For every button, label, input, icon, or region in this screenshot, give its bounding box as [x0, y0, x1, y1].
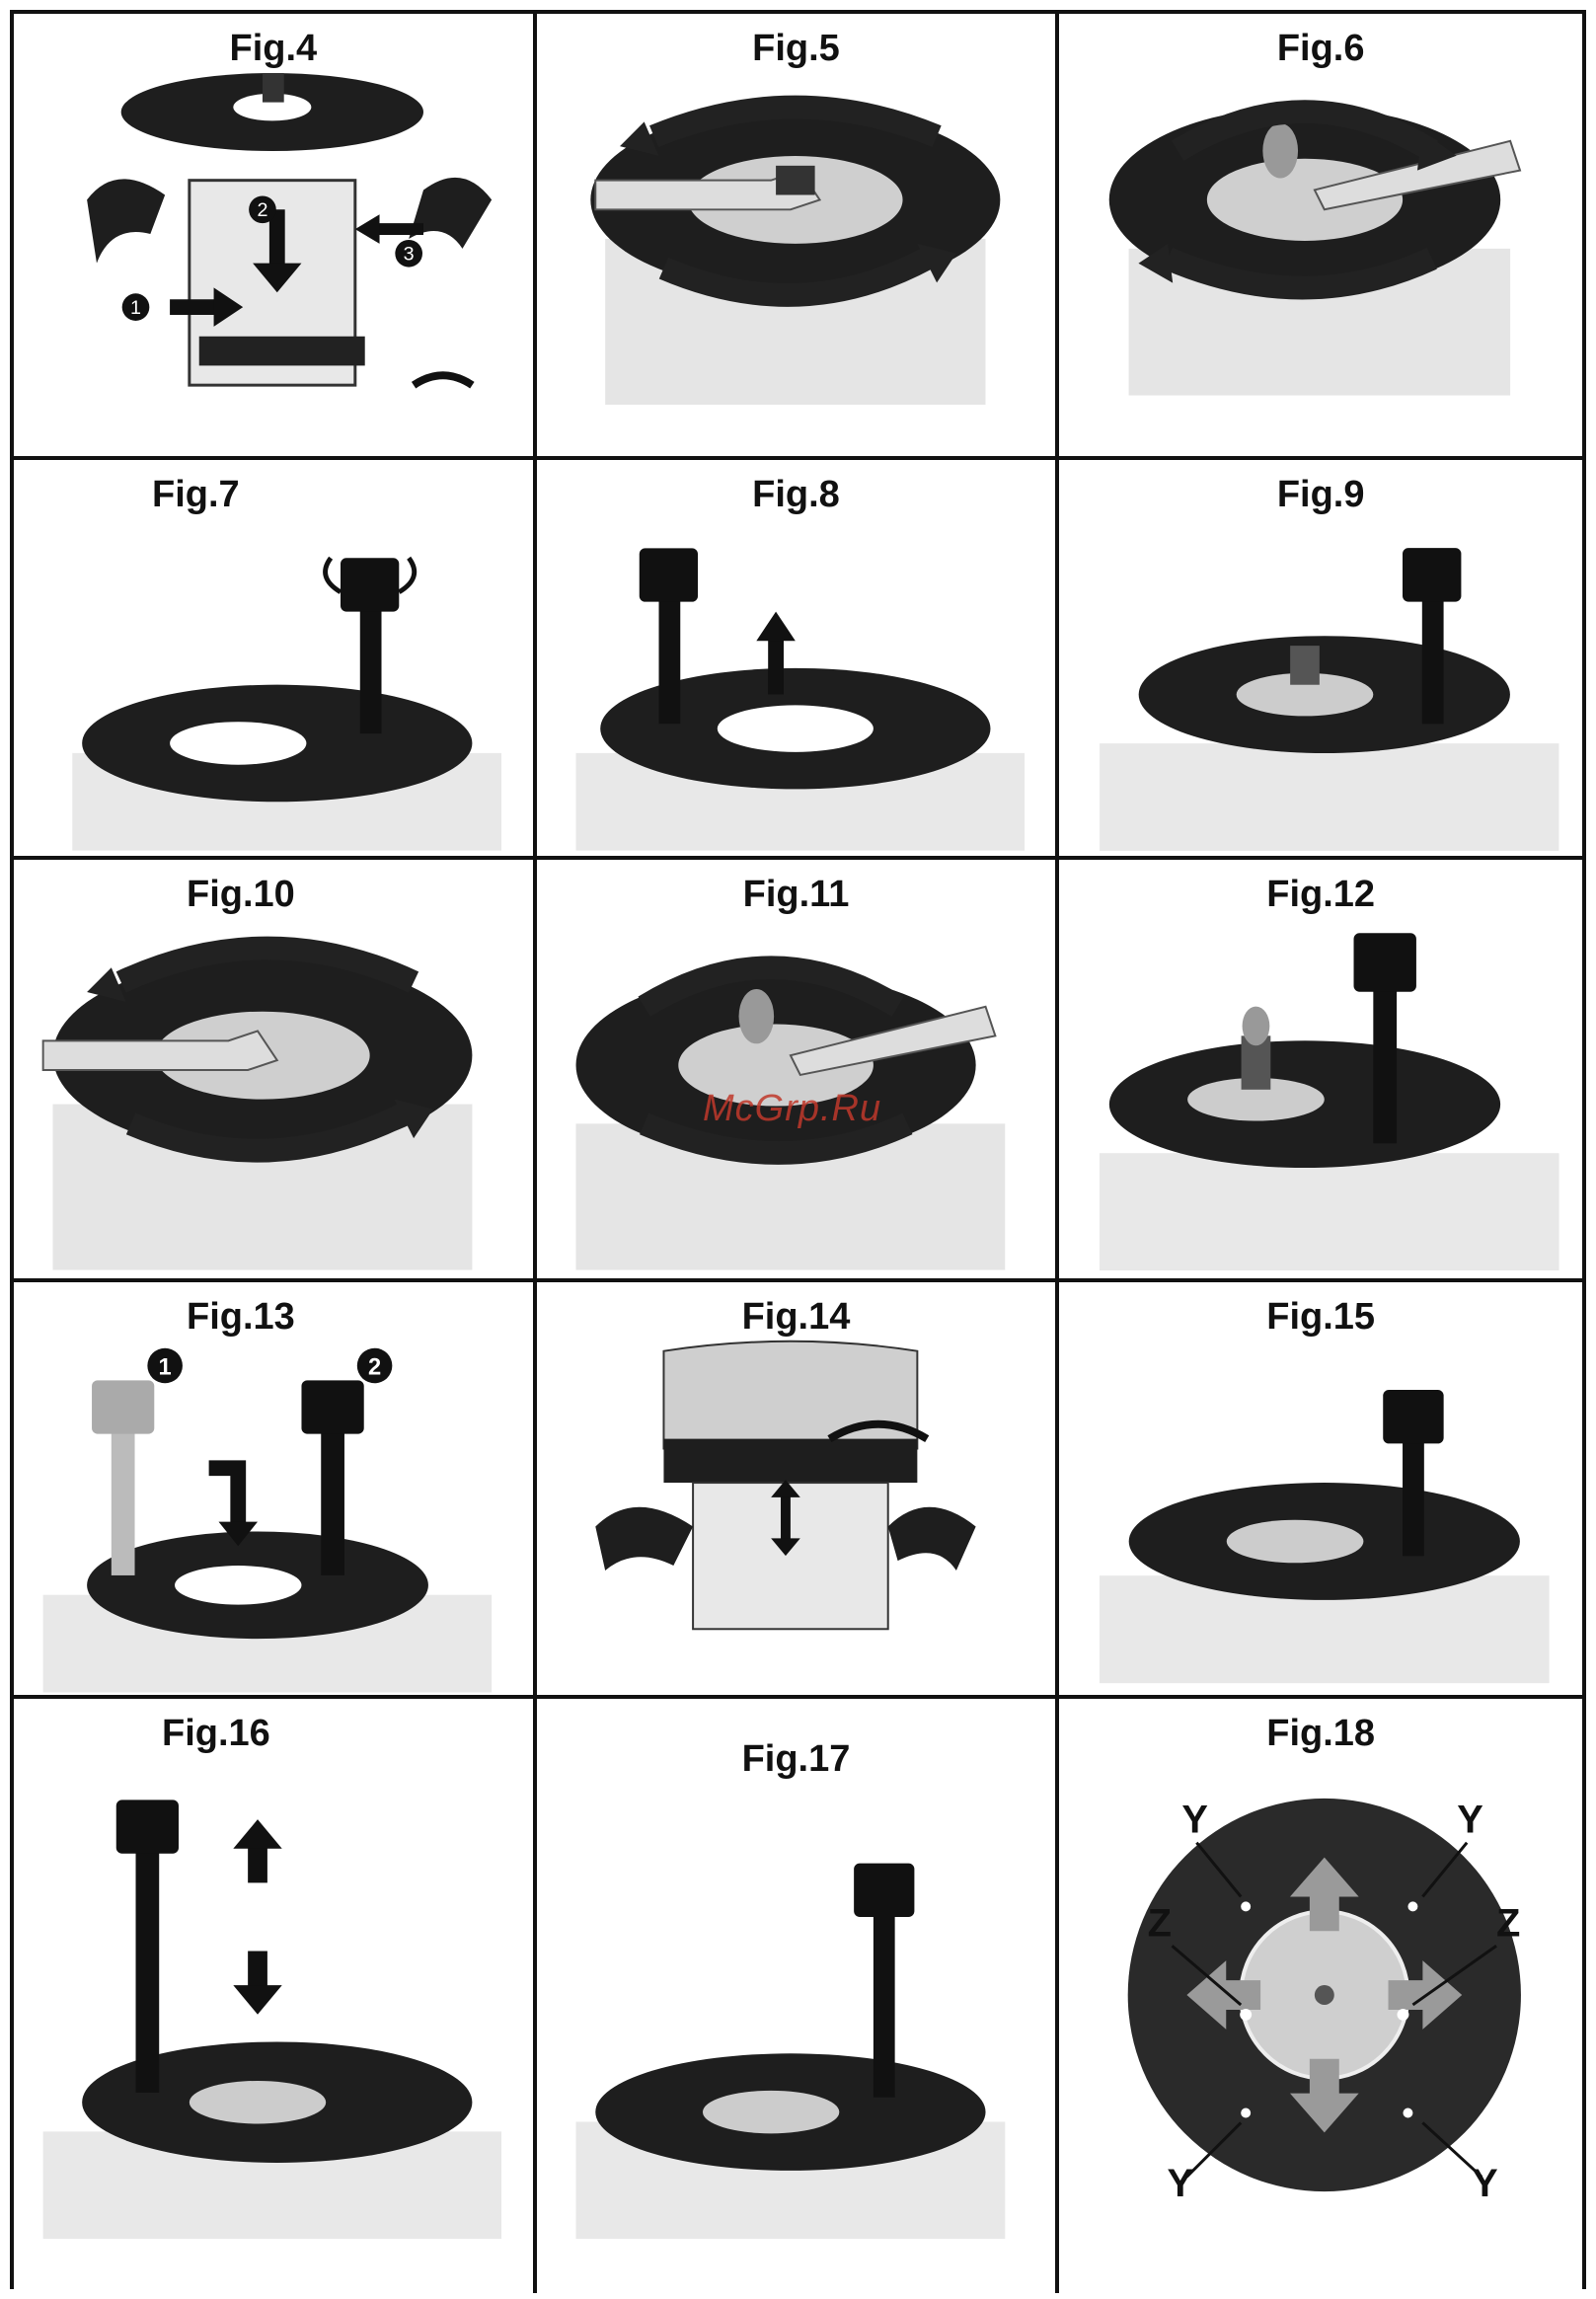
figure-cell-18: Fig.18 Y Y Z Z Y Y	[1059, 1699, 1582, 2293]
label-y: Y	[1458, 1799, 1484, 1842]
step-marker-1: 1	[159, 1354, 172, 1380]
figure-cell-13: Fig.13 1 2	[14, 1282, 537, 1699]
step-marker-2: 2	[368, 1354, 381, 1380]
label-y: Y	[1168, 2162, 1194, 2205]
figure-cell-15: Fig.15	[1059, 1282, 1582, 1699]
centering-pin-illustration	[14, 1699, 533, 2293]
figure-cell-6: Fig.6	[1059, 14, 1582, 460]
wrench-illustration	[537, 14, 1056, 456]
figure-cell-16: Fig.16	[14, 1699, 537, 2293]
centering-pin-illustration	[537, 1699, 1056, 2293]
label-y: Y	[1472, 2162, 1498, 2205]
base-plate-illustration: Y Y Z Z Y Y	[1059, 1699, 1582, 2293]
figure-cell-9: Fig.9	[1059, 460, 1582, 860]
watermark: McGrp.Ru	[703, 1088, 881, 1130]
figure-cell-12: Fig.12	[1059, 860, 1582, 1282]
label-z: Z	[1496, 1901, 1520, 1945]
step-marker-3: 3	[404, 244, 415, 266]
wrench-illustration	[1059, 14, 1582, 456]
centering-pin-illustration	[1059, 460, 1582, 856]
wrench-illustration	[537, 860, 1056, 1278]
label-y: Y	[1182, 1799, 1209, 1842]
figure-grid: Fig.4 1 2 3 Fig.5	[10, 10, 1586, 2289]
figure-cell-14: Fig.14	[537, 1282, 1060, 1699]
label-z: Z	[1148, 1901, 1172, 1945]
step-marker-1: 1	[130, 297, 141, 319]
step-marker-2: 2	[257, 199, 267, 221]
figure-cell-10: Fig.10	[14, 860, 537, 1282]
figure-cell-11: Fig.11	[537, 860, 1060, 1282]
figure-cell-8: Fig.8	[537, 460, 1060, 860]
figure-cell-5: Fig.5	[537, 14, 1060, 460]
centering-pin-illustration	[537, 460, 1056, 856]
figure-cell-4: Fig.4 1 2 3	[14, 14, 537, 460]
router-height-illustration	[537, 1282, 1056, 1695]
wrench-illustration	[14, 860, 533, 1278]
centering-pin-illustration	[1059, 1282, 1582, 1695]
figure-cell-7: Fig.7	[14, 460, 537, 860]
router-illustration: 1 2 3	[14, 14, 533, 456]
centering-pin-illustration	[1059, 860, 1582, 1278]
centering-pin-illustration	[14, 460, 533, 856]
centering-pin-illustration: 1 2	[14, 1282, 533, 1695]
figure-cell-17: Fig.17	[537, 1699, 1060, 2293]
